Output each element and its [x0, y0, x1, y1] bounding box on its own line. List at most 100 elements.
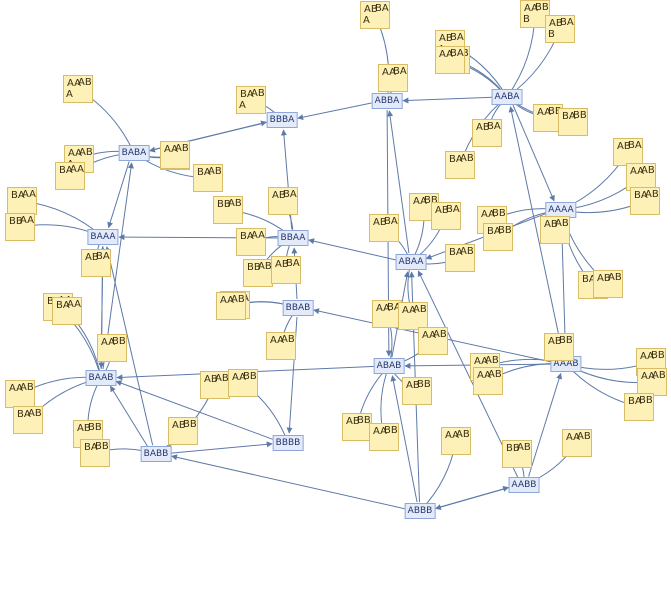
- tile-label: AB: [608, 272, 622, 283]
- tile-label: A: [66, 89, 73, 100]
- tile-label: AA: [70, 164, 84, 175]
- tile-label: AA: [270, 335, 284, 346]
- tile-label: AB: [577, 431, 591, 442]
- tile-label: AB: [373, 217, 387, 228]
- tile-label: BB: [573, 110, 587, 121]
- state-edge: [417, 270, 519, 478]
- tile-label: AB: [617, 141, 631, 152]
- tile-label: BA: [560, 17, 574, 28]
- state-edge: [512, 104, 555, 202]
- tile-label: AA: [22, 189, 36, 200]
- tile-label: BB: [9, 216, 23, 227]
- tile-label: AB: [549, 18, 563, 29]
- tile-label: BA: [59, 165, 73, 176]
- tile-label: BB: [639, 395, 653, 406]
- state-edge: [390, 375, 418, 503]
- tile-label: AA: [566, 432, 580, 443]
- tile-label: BA: [283, 189, 297, 200]
- tile-label: BB: [112, 336, 126, 347]
- tile-label: AA: [481, 209, 495, 220]
- tile-label: BB: [498, 225, 512, 236]
- tile-label: BA: [393, 66, 407, 77]
- tile-label: BB: [217, 199, 231, 210]
- tile-label: AA: [445, 430, 459, 441]
- tile-label: BB: [417, 379, 431, 390]
- tile-label: BA: [84, 442, 98, 453]
- tile-label: AB: [460, 246, 474, 257]
- state-edge: [169, 441, 273, 454]
- tile-label: BB: [548, 106, 562, 117]
- tile-label: AB: [485, 355, 499, 366]
- tile-label: AB: [456, 429, 470, 440]
- tile-label: AB: [281, 334, 295, 345]
- tile-label: AB: [406, 380, 420, 391]
- tile-label: BA: [240, 231, 254, 242]
- tile-label: BA: [446, 204, 460, 215]
- state-edge: [115, 380, 275, 441]
- tile-label: AB: [364, 4, 378, 15]
- state-node: BBAA: [277, 230, 309, 246]
- tile-label: AA: [402, 305, 416, 316]
- tile-label: BA: [17, 409, 31, 420]
- tile-label: AB: [231, 294, 245, 305]
- tile-label: AA: [382, 67, 396, 78]
- tile-label: BA: [450, 32, 464, 43]
- tile-label: AB: [346, 416, 360, 427]
- tile-label: BA: [582, 274, 596, 285]
- tile-label: BB: [424, 195, 438, 206]
- tile-label: AA: [376, 303, 390, 314]
- state-node: ABBB: [404, 503, 436, 519]
- tile-label: BA: [96, 251, 110, 262]
- tile-label: BB: [559, 335, 573, 346]
- tile-label: AA: [477, 370, 491, 381]
- tile-label: BB: [535, 2, 549, 13]
- state-edge: [297, 102, 374, 121]
- state-edge: [109, 385, 149, 447]
- state-node: AABA: [491, 89, 523, 105]
- state-edge: [308, 238, 398, 261]
- tile-label: BB: [492, 208, 506, 219]
- tile-label: AB: [555, 218, 569, 229]
- tile-label: A: [239, 100, 246, 111]
- tile-label: AB: [435, 205, 449, 216]
- tile-label: AB: [652, 370, 666, 381]
- state-edge: [402, 96, 494, 104]
- state-node: ABAA: [395, 254, 427, 270]
- tile-label: AB: [28, 408, 42, 419]
- tile-label: BA: [487, 226, 501, 237]
- tile-label: BA: [375, 3, 389, 14]
- tile-label: AA: [164, 144, 178, 155]
- tile-label: BA: [240, 89, 254, 100]
- tile-label: AB: [476, 122, 490, 133]
- tile-label: AB: [204, 374, 218, 385]
- tile-label: AA: [641, 371, 655, 382]
- tile-label: AA: [524, 3, 538, 14]
- tile-label: AB: [258, 261, 272, 272]
- state-node: AABB: [508, 477, 540, 493]
